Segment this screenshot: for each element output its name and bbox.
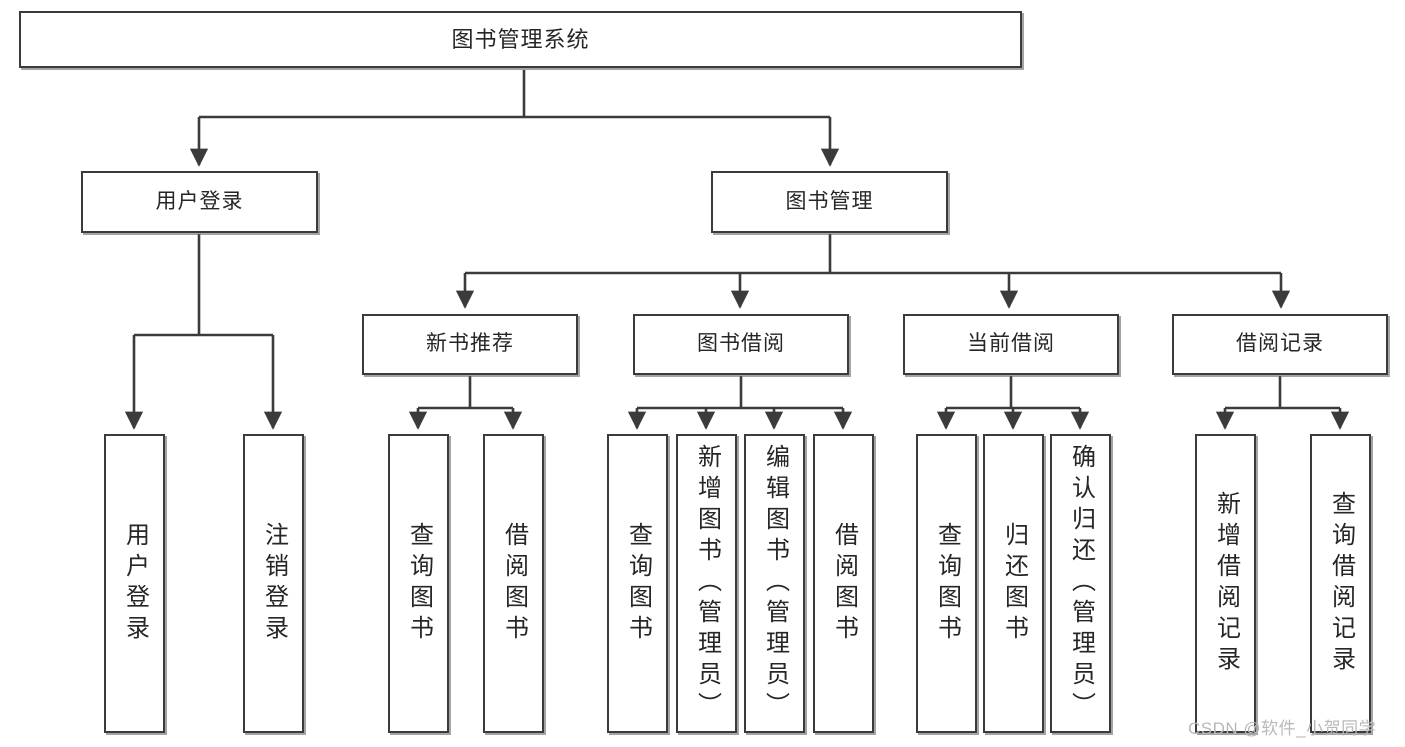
node-label: 用户登录 [155, 189, 244, 213]
leaf-borrow-borrow-book[interactable]: 借阅图书 [813, 434, 874, 733]
node-label: 当前借阅 [967, 332, 1055, 356]
leaf-record-add-record[interactable]: 新增借阅记录 [1195, 434, 1256, 733]
watermark-text: CSDN @软件_小贺同学 [1188, 719, 1377, 738]
node-book-management[interactable]: 图书管理 [711, 171, 948, 233]
leaf-recommend-query-book[interactable]: 查询图书 [388, 434, 449, 733]
leaf-record-query-record[interactable]: 查询借阅记录 [1310, 434, 1371, 733]
node-label: 图书管理系统 [451, 26, 590, 52]
node-label: 借阅图书 [830, 521, 858, 646]
node-borrow-record[interactable]: 借阅记录 [1172, 314, 1388, 375]
node-root-system[interactable]: 图书管理系统 [19, 11, 1022, 68]
node-label: 归还图书 [1000, 521, 1028, 646]
leaf-recommend-borrow-book[interactable]: 借阅图书 [483, 434, 544, 733]
leaf-user-login-login[interactable]: 用户登录 [104, 434, 165, 733]
leaf-borrow-edit-book-admin[interactable]: 编辑图书（管理员） [744, 434, 805, 733]
node-label: 查询图书 [624, 521, 652, 646]
node-label: 新书推荐 [426, 332, 514, 356]
leaf-current-return-book[interactable]: 归还图书 [983, 434, 1044, 733]
node-label: 查询图书 [933, 521, 961, 646]
leaf-current-confirm-return-admin[interactable]: 确认归还（管理员） [1050, 434, 1111, 733]
node-label: 新增借阅记录 [1212, 490, 1240, 677]
node-label: 查询借阅记录 [1327, 490, 1355, 677]
node-user-login[interactable]: 用户登录 [81, 171, 318, 233]
node-label: 确认归还（管理员） [1067, 444, 1095, 723]
node-label: 注销登录 [260, 521, 288, 646]
node-book-borrow[interactable]: 图书借阅 [633, 314, 849, 375]
node-label: 新增图书（管理员） [693, 444, 721, 723]
leaf-current-query-book[interactable]: 查询图书 [916, 434, 977, 733]
leaf-borrow-query-book[interactable]: 查询图书 [607, 434, 668, 733]
leaf-borrow-add-book-admin[interactable]: 新增图书（管理员） [676, 434, 737, 733]
node-new-book-recommend[interactable]: 新书推荐 [362, 314, 578, 375]
node-label: 借阅图书 [500, 521, 528, 646]
node-label: 借阅记录 [1236, 332, 1324, 356]
leaf-user-login-logout[interactable]: 注销登录 [243, 434, 304, 733]
node-label: 用户登录 [121, 521, 149, 646]
node-label: 图书管理 [785, 189, 874, 213]
node-label: 图书借阅 [697, 332, 785, 356]
node-label: 查询图书 [405, 521, 433, 646]
node-current-borrow[interactable]: 当前借阅 [903, 314, 1119, 375]
node-label: 编辑图书（管理员） [761, 444, 789, 723]
